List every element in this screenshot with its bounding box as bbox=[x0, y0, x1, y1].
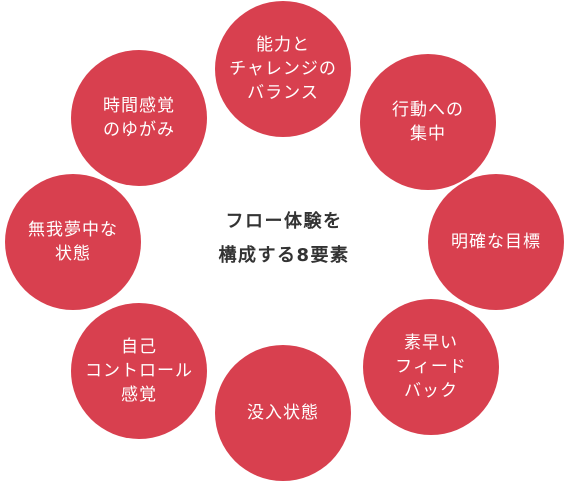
element-feedback: 素早い フィード バック bbox=[363, 299, 499, 435]
element-time-distortion-label: 時間感覚 のゆがみ bbox=[103, 96, 175, 140]
element-self-control: 自己 コントロール 感覚 bbox=[71, 303, 207, 439]
element-balance-label: 能力と チャレンジの バランス bbox=[229, 35, 337, 103]
center-title: フロー体験を 構成する8要素 bbox=[218, 211, 350, 266]
element-selfless-state-label: 無我夢中な 状態 bbox=[28, 220, 118, 264]
element-action-focus-label: 行動への 集中 bbox=[392, 100, 464, 144]
element-clear-goal-label: 明確な目標 bbox=[451, 232, 541, 252]
element-time-distortion: 時間感覚 のゆがみ bbox=[71, 50, 207, 186]
element-immersion-label: 没入状態 bbox=[247, 403, 319, 423]
element-selfless-state: 無我夢中な 状態 bbox=[5, 174, 141, 310]
element-action-focus: 行動への 集中 bbox=[360, 54, 496, 190]
element-clear-goal: 明確な目標 bbox=[428, 174, 564, 310]
element-feedback-label: 素早い フィード バック bbox=[395, 333, 467, 401]
element-balance: 能力と チャレンジの バランス bbox=[215, 1, 351, 137]
element-self-control-label: 自己 コントロール 感覚 bbox=[85, 337, 193, 405]
element-immersion: 没入状態 bbox=[215, 345, 351, 481]
